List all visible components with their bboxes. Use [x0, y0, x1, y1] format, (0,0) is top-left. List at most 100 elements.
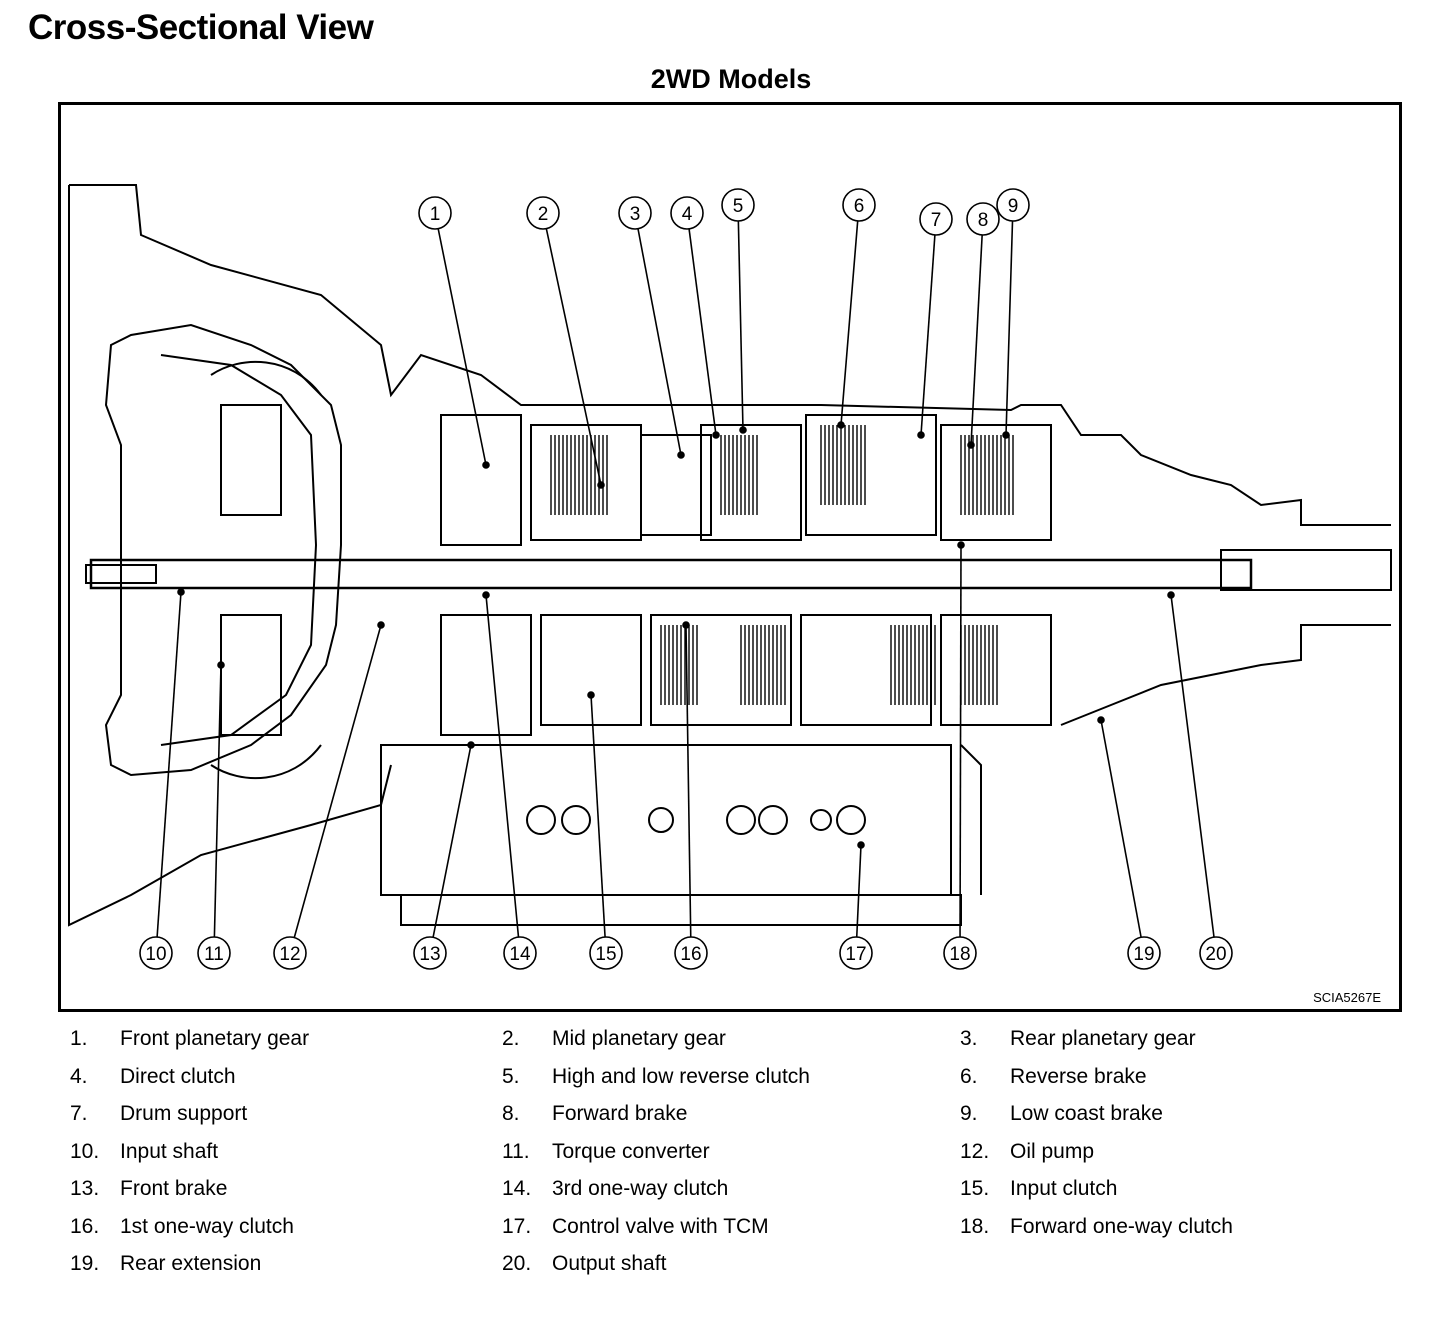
- callout-number: 5: [733, 196, 744, 217]
- mid-gear-housing: [530, 424, 642, 541]
- callout-target-dot: [467, 741, 475, 749]
- callout-circle: [413, 936, 447, 970]
- converter-housing: [104, 323, 342, 777]
- oil-pan: [400, 894, 962, 926]
- callout-leader-9: [1005, 204, 1014, 436]
- legend-number: 3.: [960, 1027, 978, 1050]
- legend-label: Front brake: [120, 1177, 228, 1200]
- callout-number: 3: [630, 204, 641, 225]
- callout-number: 10: [145, 944, 166, 965]
- callout-target-dot: [917, 431, 925, 439]
- callout-leader-15: [590, 694, 607, 954]
- callout-10: 10: [139, 936, 173, 970]
- valve-port-7: [836, 805, 866, 835]
- callout-number: 20: [1205, 944, 1226, 965]
- bell-housing-lower-outline: [68, 185, 392, 927]
- legend-number: 17.: [502, 1214, 532, 1238]
- valve-port-2: [561, 805, 591, 835]
- legend-label: Torque converter: [552, 1139, 710, 1163]
- callout-leader-4: [686, 212, 717, 436]
- valve-port-3: [648, 807, 674, 833]
- callout-number: 2: [538, 204, 549, 225]
- callout-leader-5: [737, 204, 744, 431]
- rear-extension: [1060, 624, 1391, 726]
- callout-4: 4: [670, 196, 704, 230]
- legend-number: 4.: [70, 1064, 88, 1088]
- callout-circle: [674, 936, 708, 970]
- callout-leader-1: [434, 212, 487, 466]
- callout-leader-10: [155, 591, 182, 954]
- callout-circle: [1127, 936, 1161, 970]
- callout-20: 20: [1199, 936, 1233, 970]
- callout-12: 12: [273, 936, 307, 970]
- legend-label: 1st one-way clutch: [120, 1214, 294, 1238]
- legend-number: 8.: [502, 1102, 520, 1125]
- callout-number: 13: [419, 944, 440, 965]
- callout-circle: [589, 936, 623, 970]
- callout-number: 18: [949, 944, 970, 965]
- callout-3: 3: [618, 196, 652, 230]
- figure-subtitle: 2WD Models: [650, 64, 812, 94]
- callout-15: 15: [589, 936, 623, 970]
- legend-number: 14.: [502, 1177, 532, 1200]
- legend-number: 13.: [70, 1177, 100, 1200]
- lower-clutch-housing-1: [440, 614, 532, 736]
- callout-leader-19: [1100, 719, 1145, 954]
- legend-label: Output shaft: [552, 1252, 667, 1275]
- legend-number: 20.: [502, 1252, 532, 1275]
- legend-number: 12.: [960, 1139, 990, 1163]
- callout-circle: [842, 188, 876, 222]
- callout-number: 11: [204, 944, 224, 965]
- legend-number: 10.: [70, 1139, 100, 1163]
- input-shaft: [89, 558, 1253, 590]
- callout-target-dot: [482, 591, 490, 599]
- callout-target-dot: [677, 451, 685, 459]
- callout-18: 18: [943, 936, 977, 970]
- output-shaft-tail: [1220, 549, 1392, 591]
- callout-target-dot: [957, 541, 965, 549]
- legend-number: 19.: [70, 1252, 100, 1275]
- legend-label: Forward brake: [552, 1102, 688, 1125]
- callout-number: 4: [682, 204, 693, 225]
- callout-9: 9: [996, 188, 1030, 222]
- legend-number: 7.: [70, 1102, 88, 1125]
- callout-number: 14: [509, 944, 531, 965]
- legend-number: 5.: [502, 1064, 520, 1088]
- callout-leader-18: [959, 544, 962, 954]
- legend-number: 11.: [502, 1139, 530, 1163]
- callout-circle: [618, 196, 652, 230]
- rear-gear-housing: [640, 434, 712, 536]
- callout-number: 16: [680, 944, 701, 965]
- callout-target-dot: [1097, 716, 1105, 724]
- valve-port-1: [526, 805, 556, 835]
- legend-label: Mid planetary gear: [552, 1027, 726, 1050]
- legend-label: Oil pump: [1010, 1139, 1095, 1163]
- callout-16: 16: [674, 936, 708, 970]
- legend-label: Input shaft: [120, 1139, 219, 1163]
- callout-leader-7: [920, 218, 937, 436]
- callout-number: 19: [1133, 944, 1154, 965]
- callout-6: 6: [842, 188, 876, 222]
- callout-13: 13: [413, 936, 447, 970]
- page-title: Cross-Sectional View: [28, 8, 374, 47]
- valve-port-4: [726, 805, 756, 835]
- lower-clutch-housing-3: [650, 614, 792, 726]
- legend-number: 15.: [960, 1177, 990, 1200]
- callout-number: 15: [595, 944, 616, 965]
- callout-19: 19: [1127, 936, 1161, 970]
- valve-port-5: [758, 805, 788, 835]
- callout-target-dot: [739, 426, 747, 434]
- callout-17: 17: [839, 936, 873, 970]
- callout-1: 1: [418, 196, 452, 230]
- callout-leader-16: [685, 624, 692, 954]
- callout-number: 7: [931, 210, 942, 231]
- callout-5: 5: [721, 188, 755, 222]
- callout-target-dot: [177, 588, 185, 596]
- callout-number: 6: [854, 196, 865, 217]
- callout-number: 8: [978, 210, 989, 231]
- converter-inner: [160, 354, 318, 746]
- callout-leader-14: [485, 594, 521, 954]
- callout-target-dot: [857, 841, 865, 849]
